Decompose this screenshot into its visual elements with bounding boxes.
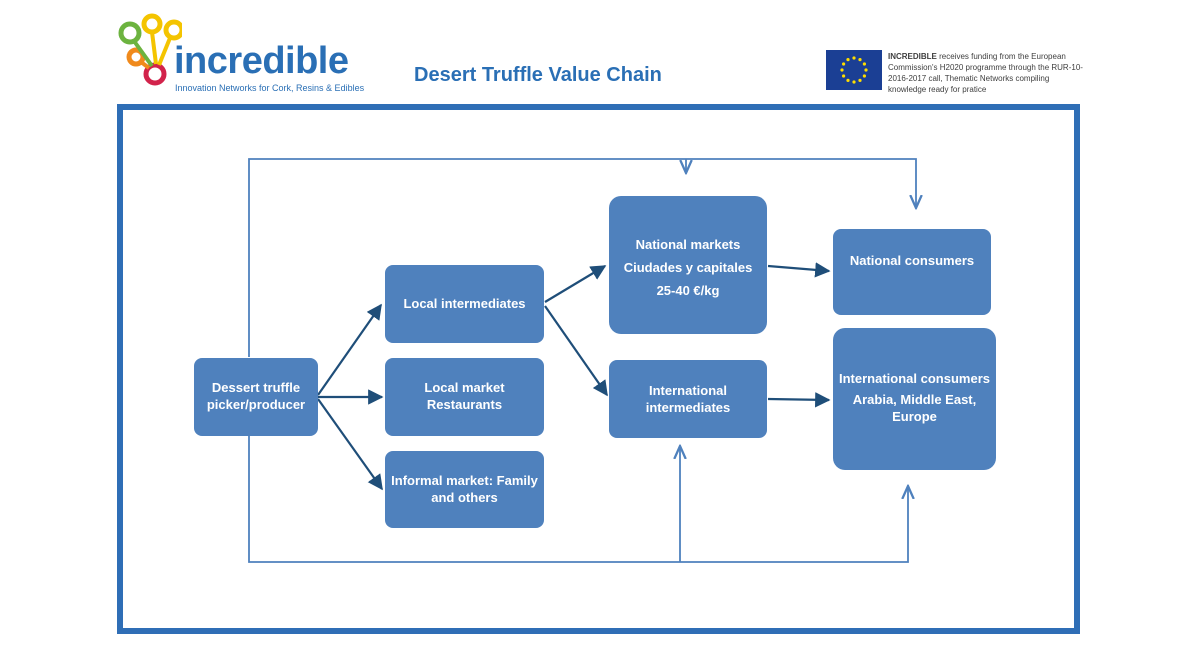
node-national-markets-line-2: Ciudades y capitales [623, 260, 753, 275]
node-international-consumers-line-2: Arabia, Middle East, Europe [852, 392, 977, 424]
funding-notice-text: receives funding from the European Commi… [888, 52, 1083, 94]
funding-notice: INCREDIBLE receives funding from the Eur… [888, 51, 1088, 95]
node-national-consumers: National consumers [833, 229, 991, 315]
node-national-markets-line-3: 25-40 €/kg [656, 283, 720, 298]
node-local-intermediates-label: Local intermediates [403, 296, 526, 311]
funding-notice-bold: INCREDIBLE [888, 52, 937, 61]
edge-international-intermediates-international-consumers [767, 392, 831, 408]
incredible-logo: incredible Innovation Networks for Cork,… [112, 12, 365, 97]
page-title: Desert Truffle Value Chain [414, 64, 662, 86]
node-informal-market: Informal market: Family and others [385, 451, 544, 528]
edge-local-intermediates-international-intermediates [544, 305, 608, 397]
eu-flag-icon [826, 50, 882, 90]
logo-tagline: Innovation Networks for Cork, Resins & E… [175, 83, 365, 93]
node-local-market: Local market Restaurants [385, 358, 544, 436]
node-international-consumers-line-1: International consumers [839, 371, 990, 386]
edge-producer-bottom-loop [248, 436, 908, 563]
logo-wordmark: incredible [174, 40, 349, 82]
edge-producer-top-loop [248, 158, 916, 357]
node-national-consumers-label: National consumers [849, 253, 975, 268]
node-local-market-line-2: Restaurants [426, 397, 503, 412]
node-national-markets: National markets Ciudades y capitales 25… [609, 196, 767, 334]
node-international-intermediates: International intermediates [609, 360, 767, 438]
edge-local-intermediates-national-markets [544, 265, 607, 303]
node-producer: Dessert truffle picker/producer [194, 358, 318, 436]
edge-producer-informal-market [317, 398, 383, 491]
edge-producer-local-intermediates [317, 303, 382, 396]
logo-rings-icon [118, 13, 182, 86]
node-national-markets-line-1: National markets [635, 237, 741, 252]
node-local-market-line-1: Local market [424, 380, 505, 395]
edge-national-markets-national-consumers [767, 262, 831, 278]
node-informal-market-label: Informal market: Family and others [391, 473, 538, 505]
node-international-intermediates-label: International intermediates [645, 383, 731, 415]
node-local-intermediates: Local intermediates [385, 265, 544, 343]
node-international-consumers: International consumers Arabia, Middle E… [833, 328, 996, 470]
node-producer-label: Dessert truffle picker/producer [206, 380, 306, 412]
